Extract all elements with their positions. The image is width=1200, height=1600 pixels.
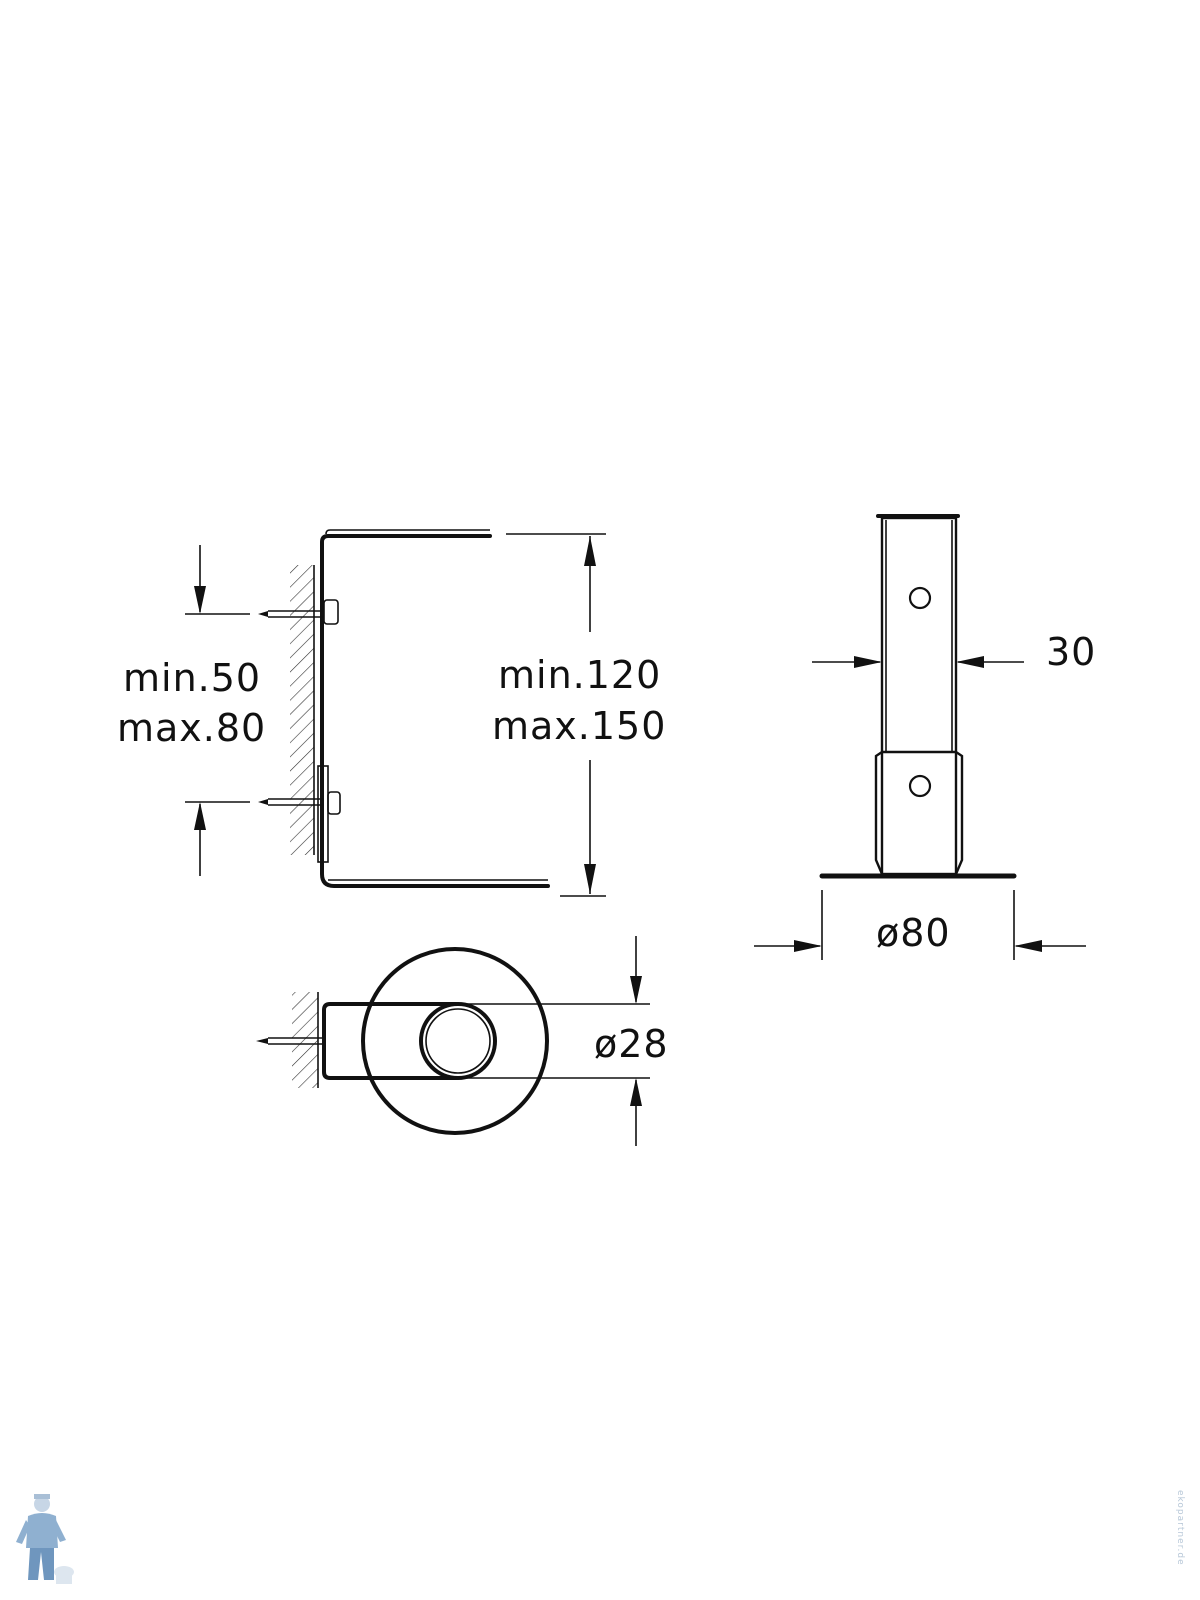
upper-screw	[258, 610, 324, 618]
side-view: min.50 max.80 min.120 max.150	[117, 529, 666, 897]
lower-screw	[258, 798, 324, 806]
tube-width-label: 30	[1046, 630, 1096, 674]
watermark-text: ekopartner.de	[1175, 1490, 1185, 1566]
height-max-label: max.150	[492, 704, 666, 748]
lower-hole	[908, 774, 932, 798]
bracket-outline	[320, 534, 550, 888]
spacing-max-label: max.80	[117, 706, 266, 750]
lower-fixing-plate	[317, 765, 329, 863]
upper-hole	[908, 586, 932, 610]
plumber-logo-icon	[16, 1494, 74, 1584]
spacing-dimension	[185, 545, 250, 876]
base-diameter-label: ø80	[876, 911, 951, 955]
wall-hatching-side	[290, 565, 314, 855]
wall-hatching-top	[292, 992, 318, 1088]
front-view: 30 ø80	[754, 514, 1096, 960]
tube-diameter-label: ø28	[594, 1022, 669, 1066]
top-view: ø28	[256, 936, 669, 1146]
lower-fixing-clip	[327, 791, 341, 815]
arm-outline	[322, 1002, 458, 1080]
rosette	[361, 947, 549, 1135]
tube-diameter-dimension	[458, 936, 650, 1146]
spacing-min-label: min.50	[123, 656, 261, 700]
tube-width-dimension	[812, 656, 1024, 668]
tube-end-outer	[419, 1002, 497, 1080]
upper-fixing-plate	[323, 599, 339, 625]
tube-end-inner	[425, 1008, 491, 1074]
tube-body	[880, 516, 958, 876]
tube-sleeve	[874, 750, 964, 875]
height-dimension	[506, 533, 606, 897]
top-screw	[256, 1037, 322, 1045]
base-diameter-dimension	[754, 890, 1086, 960]
bracket-inner	[325, 529, 490, 535]
height-min-label: min.120	[498, 653, 661, 697]
